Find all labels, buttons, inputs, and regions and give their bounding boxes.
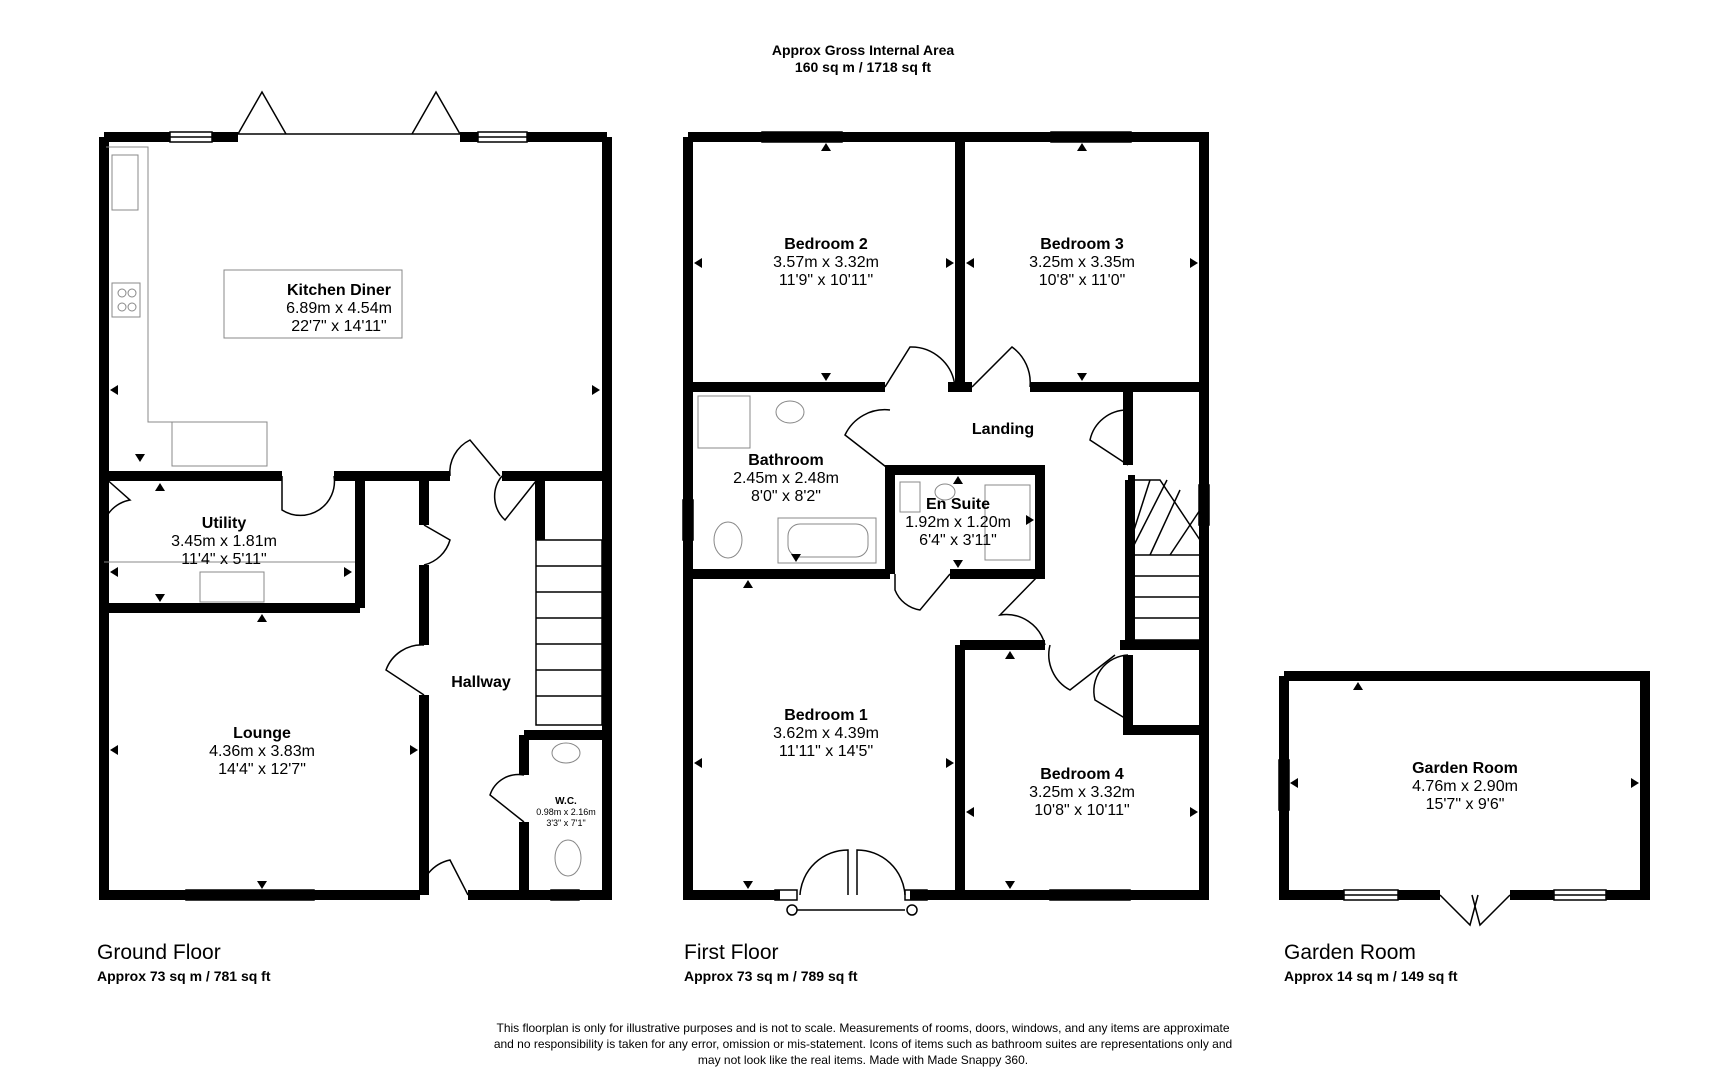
garden-room-walls bbox=[1279, 671, 1650, 900]
room-name: Lounge bbox=[233, 725, 291, 742]
room-imperial: 15'7" x 9'6" bbox=[1425, 796, 1505, 813]
floor-area: Approx 73 sq m / 781 sq ft bbox=[97, 968, 271, 984]
room-name: Garden Room bbox=[1412, 760, 1518, 777]
room-name: Bedroom 1 bbox=[784, 707, 868, 724]
disclaimer-line: and no responsibility is taken for any e… bbox=[493, 1037, 1233, 1051]
room-name: Bedroom 3 bbox=[1040, 236, 1124, 253]
ground-floor-walls bbox=[99, 132, 612, 900]
room-metric: 4.36m x 3.83m bbox=[209, 743, 315, 760]
room-metric: 1.92m x 1.20m bbox=[905, 514, 1011, 531]
room-metric: 3.25m x 3.35m bbox=[1029, 254, 1135, 271]
floor-title: Garden Room bbox=[1284, 941, 1416, 964]
gross-area-title: Approx Gross Internal Area bbox=[771, 42, 955, 58]
first-doors bbox=[844, 346, 1129, 721]
floor-area: Approx 73 sq m / 789 sq ft bbox=[684, 968, 858, 984]
room-garden-room: Garden Room 4.76m x 2.90m 15'7" x 9'6" bbox=[1412, 760, 1518, 814]
room-utility: Utility 3.45m x 1.81m 11'4" x 5'11" bbox=[171, 515, 277, 569]
room-imperial: 11'4" x 5'11" bbox=[181, 551, 267, 568]
wc-fittings bbox=[551, 742, 582, 877]
garden-room-caption: Garden Room Approx 14 sq m / 149 sq ft bbox=[1284, 940, 1458, 986]
ground-stairs bbox=[535, 539, 603, 726]
room-metric: 3.45m x 1.81m bbox=[171, 533, 277, 550]
room-wc: W.C. 0.98m x 2.16m 3'3" x 7'1" bbox=[536, 796, 596, 829]
floor-title: First Floor bbox=[684, 941, 779, 964]
room-bedroom-4: Bedroom 4 3.25m x 3.32m 10'8" x 10'11" bbox=[1029, 766, 1135, 820]
room-bedroom-2: Bedroom 2 3.57m x 3.32m 11'9" x 10'11" bbox=[773, 236, 879, 290]
room-imperial: 22'7" x 14'11" bbox=[291, 318, 387, 335]
room-imperial: 14'4" x 12'7" bbox=[218, 761, 306, 778]
room-imperial: 3'3" x 7'1" bbox=[546, 818, 586, 828]
room-en-suite: En Suite 1.92m x 1.20m 6'4" x 3'11" bbox=[905, 496, 1011, 550]
room-metric: 2.45m x 2.48m bbox=[733, 470, 839, 487]
floor-title: Ground Floor bbox=[97, 941, 221, 964]
room-landing: Landing bbox=[972, 421, 1034, 439]
room-metric: 3.62m x 4.39m bbox=[773, 725, 879, 742]
room-imperial: 11'11" x 14'5" bbox=[778, 743, 874, 760]
room-metric: 0.98m x 2.16m bbox=[536, 807, 596, 817]
room-hallway: Hallway bbox=[451, 674, 511, 692]
room-imperial: 8'0" x 8'2" bbox=[751, 488, 821, 505]
room-name: Bedroom 2 bbox=[784, 236, 868, 253]
first-stairs bbox=[1133, 479, 1201, 641]
disclaimer-line: This floorplan is only for illustrative … bbox=[496, 1021, 1230, 1035]
ground-floor-caption: Ground Floor Approx 73 sq m / 781 sq ft bbox=[97, 940, 271, 986]
room-metric: 4.76m x 2.90m bbox=[1412, 778, 1518, 795]
first-floor-walls bbox=[683, 132, 1209, 900]
room-imperial: 10'8" x 10'11" bbox=[1034, 802, 1130, 819]
room-metric: 3.25m x 3.32m bbox=[1029, 784, 1135, 801]
garden-room-windows bbox=[1278, 759, 1607, 927]
dimension-arrows bbox=[110, 143, 1639, 889]
gross-area-value: 160 sq m / 1718 sq ft bbox=[794, 59, 932, 75]
room-name: Landing bbox=[971, 421, 1035, 438]
room-imperial: 11'9" x 10'11" bbox=[778, 272, 874, 289]
kitchen-fittings bbox=[104, 146, 403, 603]
room-imperial: 6'4" x 3'11" bbox=[919, 532, 997, 549]
room-lounge: Lounge 4.36m x 3.83m 14'4" x 12'7" bbox=[209, 725, 315, 779]
first-windows bbox=[682, 131, 1210, 916]
room-name: Kitchen Diner bbox=[286, 282, 392, 299]
room-name: Bedroom 4 bbox=[1040, 766, 1124, 783]
disclaimer: This floorplan is only for illustrative … bbox=[494, 1020, 1232, 1068]
room-name: W.C. bbox=[555, 796, 577, 807]
ground-windows bbox=[169, 90, 580, 901]
room-name: Bathroom bbox=[748, 452, 824, 469]
gross-area-header: Approx Gross Internal Area 160 sq m / 17… bbox=[772, 42, 954, 76]
floor-area: Approx 14 sq m / 149 sq ft bbox=[1284, 968, 1458, 984]
room-name: En Suite bbox=[925, 496, 991, 513]
room-bathroom: Bathroom 2.45m x 2.48m 8'0" x 8'2" bbox=[733, 452, 839, 506]
room-metric: 6.89m x 4.54m bbox=[286, 300, 392, 317]
room-metric: 3.57m x 3.32m bbox=[773, 254, 879, 271]
room-kitchen-diner: Kitchen Diner 6.89m x 4.54m 22'7" x 14'1… bbox=[286, 282, 392, 336]
room-imperial: 10'8" x 11'0" bbox=[1038, 272, 1126, 289]
disclaimer-line: may not look like the real items. Made w… bbox=[697, 1053, 1029, 1067]
ground-doors bbox=[101, 439, 541, 896]
room-name: Utility bbox=[201, 515, 247, 532]
room-bedroom-1: Bedroom 1 3.62m x 4.39m 11'11" x 14'5" bbox=[773, 707, 879, 761]
room-name: Hallway bbox=[451, 674, 511, 691]
first-floor-caption: First Floor Approx 73 sq m / 789 sq ft bbox=[684, 940, 858, 986]
room-bedroom-3: Bedroom 3 3.25m x 3.35m 10'8" x 11'0" bbox=[1029, 236, 1135, 290]
